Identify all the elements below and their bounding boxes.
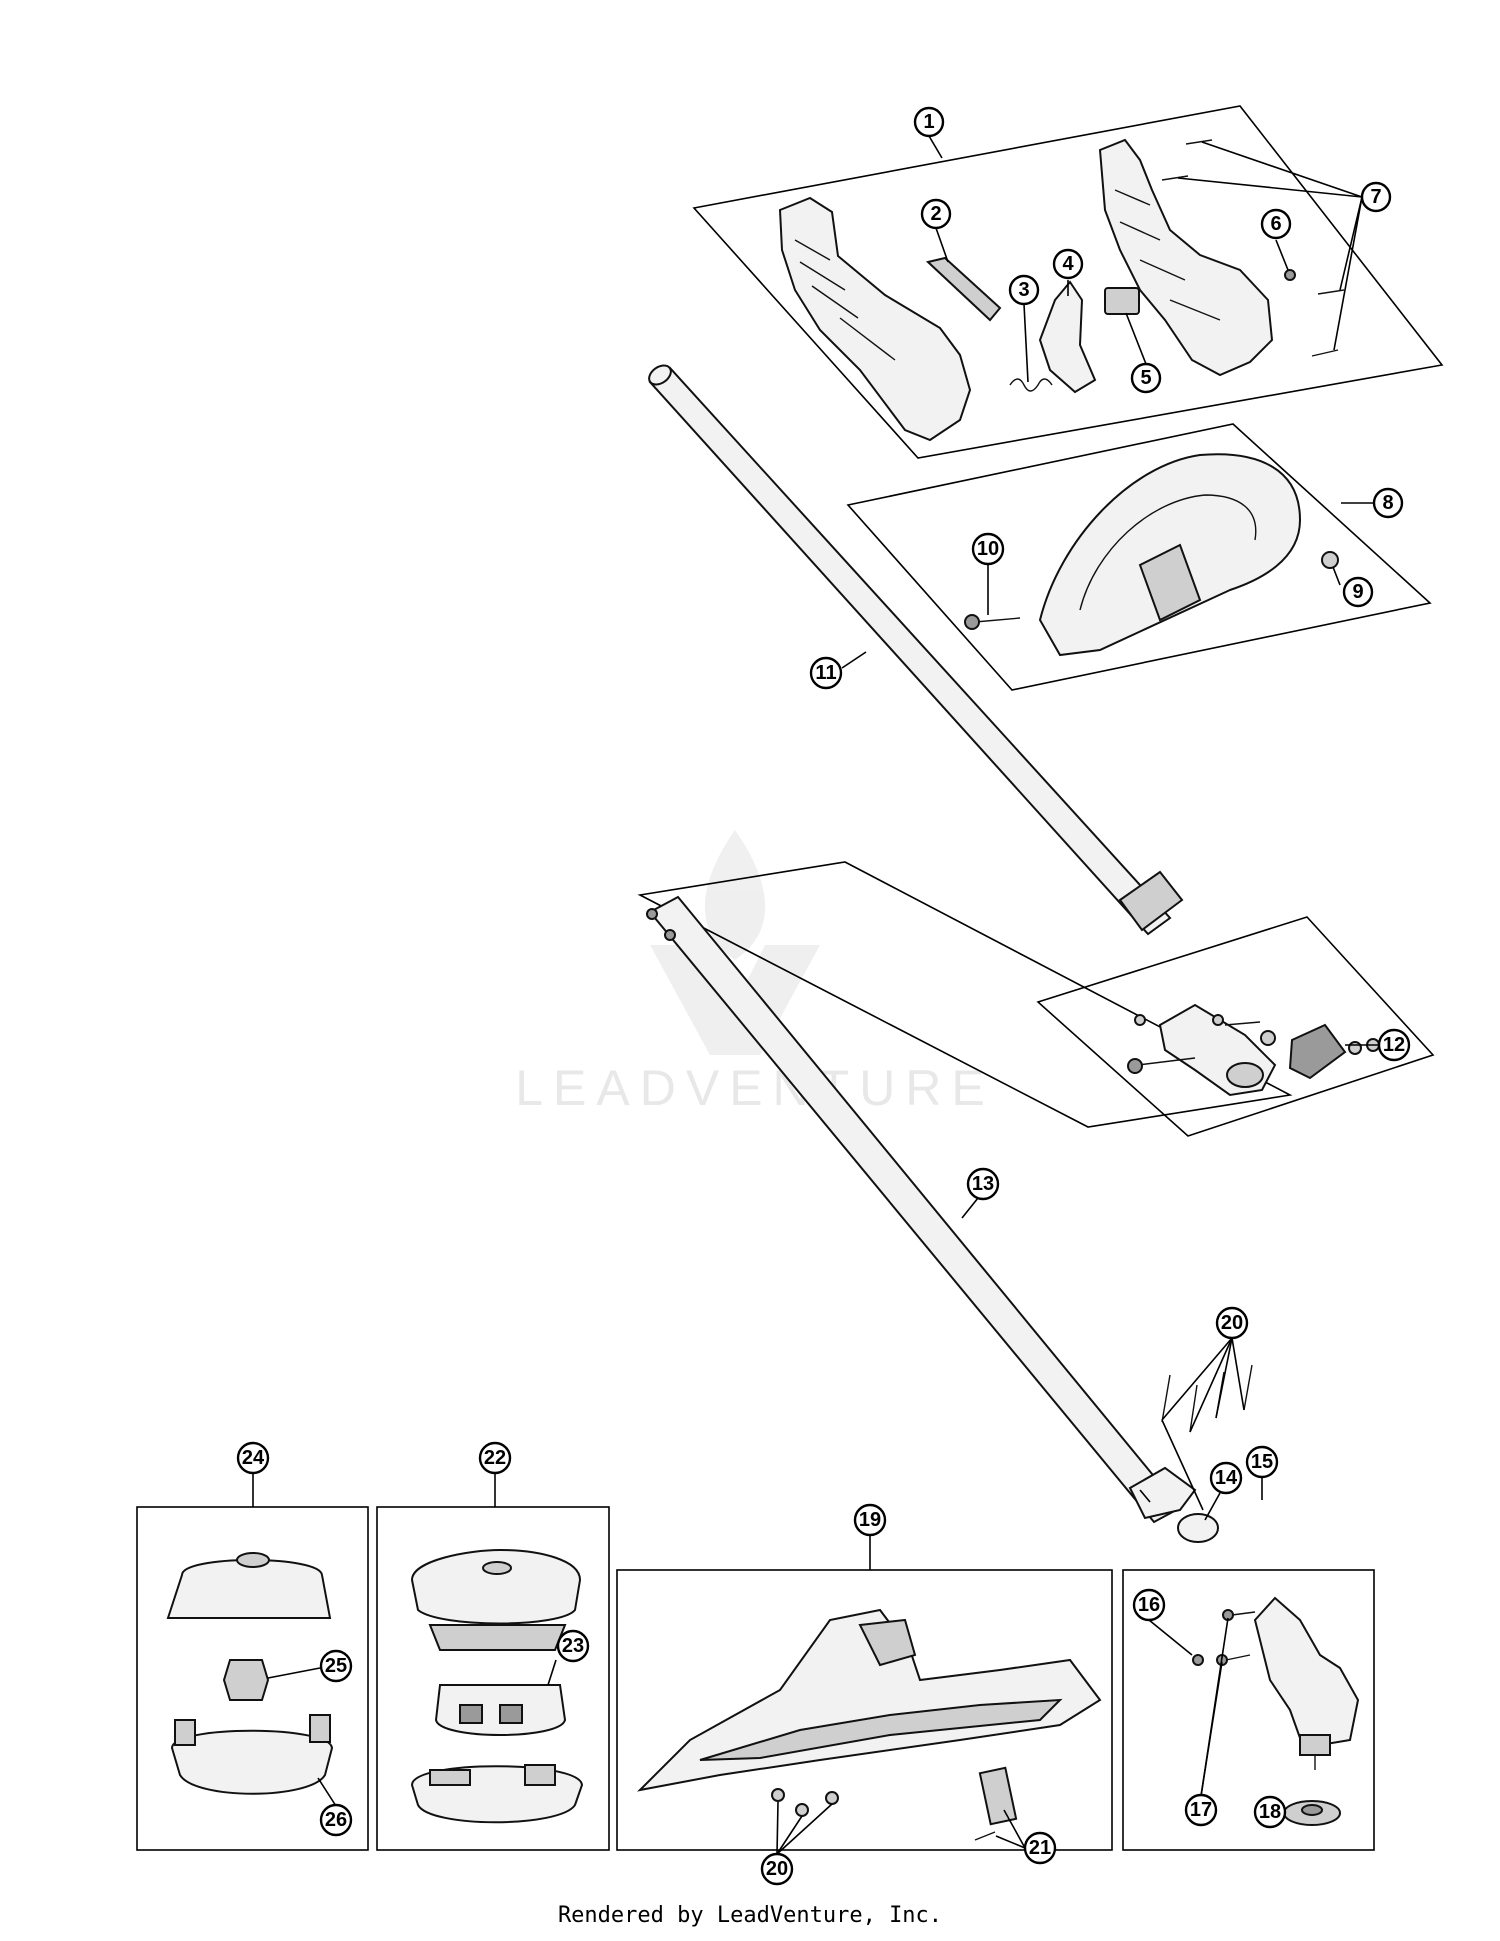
svg-text:5: 5 — [1140, 367, 1151, 389]
svg-text:9: 9 — [1352, 581, 1363, 603]
shaft-clamp — [1128, 1466, 1219, 1543]
handle-half-right — [1098, 138, 1274, 377]
callout-4[interactable]: 4 — [1052, 248, 1084, 280]
svg-text:19: 19 — [859, 1509, 881, 1531]
callout-11[interactable]: 11 — [809, 656, 843, 690]
bushing-14 — [1177, 1513, 1219, 1543]
callout-17[interactable]: 17 — [1184, 1793, 1218, 1827]
trigger — [1038, 280, 1097, 394]
callout-24[interactable]: 24 — [236, 1441, 270, 1475]
panel-bump-head — [136, 1506, 369, 1851]
panel-coupler — [1036, 916, 1435, 1137]
screws-7 — [1161, 139, 1345, 357]
leader-lines — [252, 135, 1378, 1855]
panel-spool-head — [376, 1506, 610, 1851]
callout-16[interactable]: 16 — [1132, 1588, 1166, 1622]
svg-text:1: 1 — [923, 111, 934, 133]
callout-10[interactable]: 10 — [971, 532, 1005, 566]
svg-text:24: 24 — [242, 1447, 265, 1469]
svg-text:18: 18 — [1259, 1801, 1281, 1823]
callout-12[interactable]: 12 — [1377, 1028, 1411, 1062]
spring — [1009, 378, 1053, 392]
svg-text:11: 11 — [815, 662, 836, 684]
screw-16 — [1192, 1654, 1204, 1666]
svg-text:8: 8 — [1382, 492, 1393, 514]
svg-text:6: 6 — [1270, 213, 1281, 235]
callout-20-upper[interactable]: 20 — [1215, 1306, 1249, 1340]
panel-guard — [616, 1569, 1113, 1851]
watermark-text: LEADVENTURE — [515, 1060, 995, 1116]
callout-25[interactable]: 25 — [319, 1649, 353, 1683]
svg-text:14: 14 — [1215, 1467, 1238, 1489]
handle-half-left — [778, 196, 972, 442]
callout-7[interactable]: 7 — [1360, 181, 1392, 213]
callout-8[interactable]: 8 — [1372, 487, 1404, 519]
svg-text:4: 4 — [1062, 253, 1074, 275]
loop-handle-clamp — [1138, 543, 1202, 622]
screw-6 — [1284, 269, 1296, 281]
callout-15[interactable]: 15 — [1245, 1445, 1279, 1479]
callout-2[interactable]: 2 — [920, 198, 952, 230]
callout-20-lower[interactable]: 20 — [760, 1852, 794, 1886]
watermark-flame-icon — [704, 830, 766, 960]
svg-text:16: 16 — [1138, 1594, 1160, 1616]
lock-lever — [925, 256, 1002, 322]
panel-lower-shaft — [637, 861, 1293, 1128]
svg-text:13: 13 — [972, 1173, 994, 1195]
callout-14[interactable]: 14 — [1209, 1461, 1243, 1495]
bolt-10 — [974, 617, 1021, 623]
watermark-v-icon — [650, 945, 820, 1055]
callout-18[interactable]: 18 — [1253, 1795, 1287, 1829]
svg-text:26: 26 — [325, 1809, 347, 1831]
callouts: 1 2 3 4 5 6 7 8 9 10 11 12 13 14 15 16 1… — [236, 106, 1411, 1886]
panel-loop-handle — [846, 423, 1432, 691]
svg-text:15: 15 — [1251, 1451, 1273, 1473]
svg-text:3: 3 — [1018, 279, 1029, 301]
svg-text:17: 17 — [1190, 1799, 1212, 1821]
svg-text:22: 22 — [484, 1447, 506, 1469]
coupler-knob — [1288, 1023, 1347, 1080]
svg-text:20: 20 — [766, 1858, 788, 1880]
callout-23[interactable]: 23 — [556, 1629, 590, 1663]
callout-22[interactable]: 22 — [478, 1441, 512, 1475]
callout-21[interactable]: 21 — [1023, 1831, 1057, 1865]
callout-26[interactable]: 26 — [319, 1803, 353, 1837]
bump-cap — [170, 1729, 334, 1795]
svg-text:10: 10 — [977, 538, 999, 560]
svg-text:21: 21 — [1029, 1837, 1051, 1859]
svg-text:20: 20 — [1221, 1312, 1243, 1334]
svg-text:2: 2 — [930, 203, 941, 225]
nut-25 — [222, 1659, 270, 1701]
spool-head-cover — [410, 1548, 582, 1625]
callout-3[interactable]: 3 — [1008, 274, 1040, 306]
panel-handle-assembly — [692, 105, 1444, 459]
bump-head-top — [166, 1559, 332, 1619]
callout-13[interactable]: 13 — [966, 1167, 1000, 1201]
callout-19[interactable]: 19 — [853, 1503, 887, 1537]
svg-text:23: 23 — [562, 1635, 584, 1657]
line-cutter — [978, 1766, 1018, 1826]
gear-head — [1253, 1596, 1360, 1747]
callout-6[interactable]: 6 — [1260, 208, 1292, 240]
svg-text:12: 12 — [1383, 1034, 1405, 1056]
watermark: LEADVENTURE — [515, 830, 995, 1116]
nut-9 — [1321, 551, 1339, 569]
switch — [1104, 287, 1140, 315]
svg-text:7: 7 — [1370, 186, 1381, 208]
footer-credit: Rendered by LeadVenture, Inc. — [558, 1903, 942, 1928]
callout-9[interactable]: 9 — [1342, 576, 1374, 608]
callout-1[interactable]: 1 — [913, 106, 945, 138]
svg-text:25: 25 — [325, 1655, 347, 1677]
callout-5[interactable]: 5 — [1130, 362, 1162, 394]
lower-shaft — [646, 895, 1182, 1524]
upper-shaft — [648, 364, 1184, 936]
